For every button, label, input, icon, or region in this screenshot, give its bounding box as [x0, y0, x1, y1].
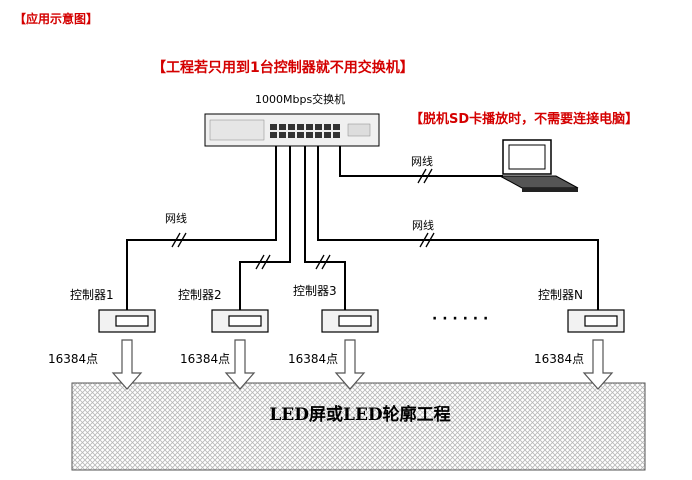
- controller-2: [211, 309, 269, 333]
- cable-label-computer: 网线: [411, 154, 433, 168]
- switch-label: 1000Mbps交换机: [255, 92, 345, 106]
- header-label: 【应用示意图】: [14, 11, 98, 26]
- laptop-icon: [499, 139, 579, 192]
- network-switch: [204, 113, 380, 147]
- signal-arrows: [111, 339, 614, 390]
- network-cables: [126, 146, 599, 310]
- led-screen-label: LED屏或LED轮廓工程: [269, 404, 450, 425]
- arrow-down-icon: [111, 339, 143, 390]
- controller-2-label: 控制器2: [178, 288, 222, 302]
- led-screen: [71, 382, 646, 471]
- cable-break-marks: [171, 168, 435, 270]
- controller-3-label: 控制器3: [293, 284, 337, 298]
- controller-2-points: 16384点: [180, 352, 230, 366]
- controller-1-points: 16384点: [48, 352, 98, 366]
- controller-ellipsis: · · · · · ·: [432, 311, 488, 327]
- cable-label-controller-1: 网线: [165, 211, 187, 225]
- arrow-down-icon: [334, 339, 366, 390]
- arrow-down-icon: [582, 339, 614, 390]
- controller-n-label: 控制器N: [538, 288, 583, 302]
- controller-n: [567, 309, 625, 333]
- controller-3: [321, 309, 379, 333]
- switch-note: 【工程若只用到1台控制器就不用交换机】: [152, 59, 414, 76]
- controller-1-label: 控制器1: [70, 288, 114, 302]
- arrow-down-icon: [224, 339, 256, 390]
- controller-n-points: 16384点: [534, 352, 584, 366]
- controller-3-points: 16384点: [288, 352, 338, 366]
- sd-note: 【脱机SD卡播放时，不需要连接电脑】: [410, 111, 638, 127]
- controller-1: [98, 309, 156, 333]
- cable-label-controller-n: 网线: [412, 218, 434, 232]
